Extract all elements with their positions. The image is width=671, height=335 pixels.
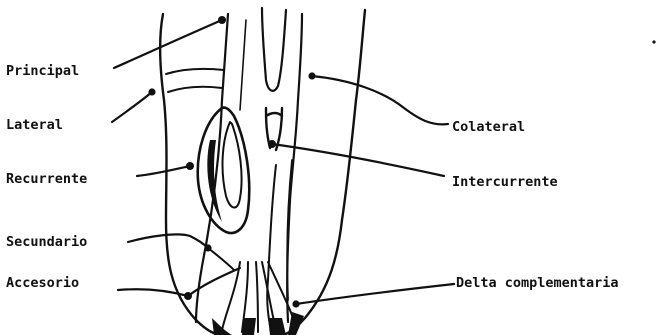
leader-colateral: [312, 76, 448, 124]
dot-intercurrente: [268, 140, 276, 148]
leader-intercurrente: [272, 144, 444, 176]
dot-colateral: [308, 72, 315, 79]
leader-delta: [296, 284, 454, 304]
secondary-branch: [208, 248, 234, 270]
label-secundario: Secundario: [6, 234, 87, 250]
leader-lines: [112, 20, 454, 304]
dot-secundario: [204, 244, 211, 251]
dot-principal: [218, 16, 226, 24]
dot-accesorio: [184, 292, 192, 300]
accessory-branch: [188, 268, 240, 296]
leader-recurrente: [137, 166, 190, 176]
lateral-canal: [166, 69, 224, 92]
dot-delta: [292, 300, 299, 307]
main-canal-right-wall: [287, 14, 302, 322]
labels: Principal Lateral Recurrente Secundario …: [6, 63, 619, 291]
apical-delta: [222, 262, 296, 332]
label-recurrente: Recurrente: [6, 171, 87, 187]
label-principal: Principal: [6, 63, 79, 79]
dot-recurrente: [186, 162, 194, 170]
label-delta-complementaria: Delta complementaria: [456, 275, 619, 291]
speck-1: [652, 40, 655, 43]
root-outline-right: [284, 10, 365, 335]
recurrent-loop-inner: [223, 122, 242, 208]
right-inner-canal: [267, 165, 276, 325]
tooth-root-drawing: [160, 8, 365, 335]
inner-strand-b: [240, 20, 246, 110]
apex-dark-far: [288, 312, 304, 335]
leader-lateral: [112, 92, 152, 122]
apex-dark-mid: [242, 318, 256, 335]
label-lateral: Lateral: [6, 117, 63, 133]
label-accesorio: Accesorio: [6, 275, 79, 291]
dot-lateral: [148, 88, 155, 95]
leader-principal: [114, 20, 222, 68]
label-colateral: Colateral: [452, 119, 525, 135]
label-intercurrente: Intercurrente: [452, 174, 558, 190]
leader-endpoints: [148, 16, 315, 308]
apex-dark-right: [268, 318, 286, 335]
inner-strand-a: [262, 8, 286, 91]
